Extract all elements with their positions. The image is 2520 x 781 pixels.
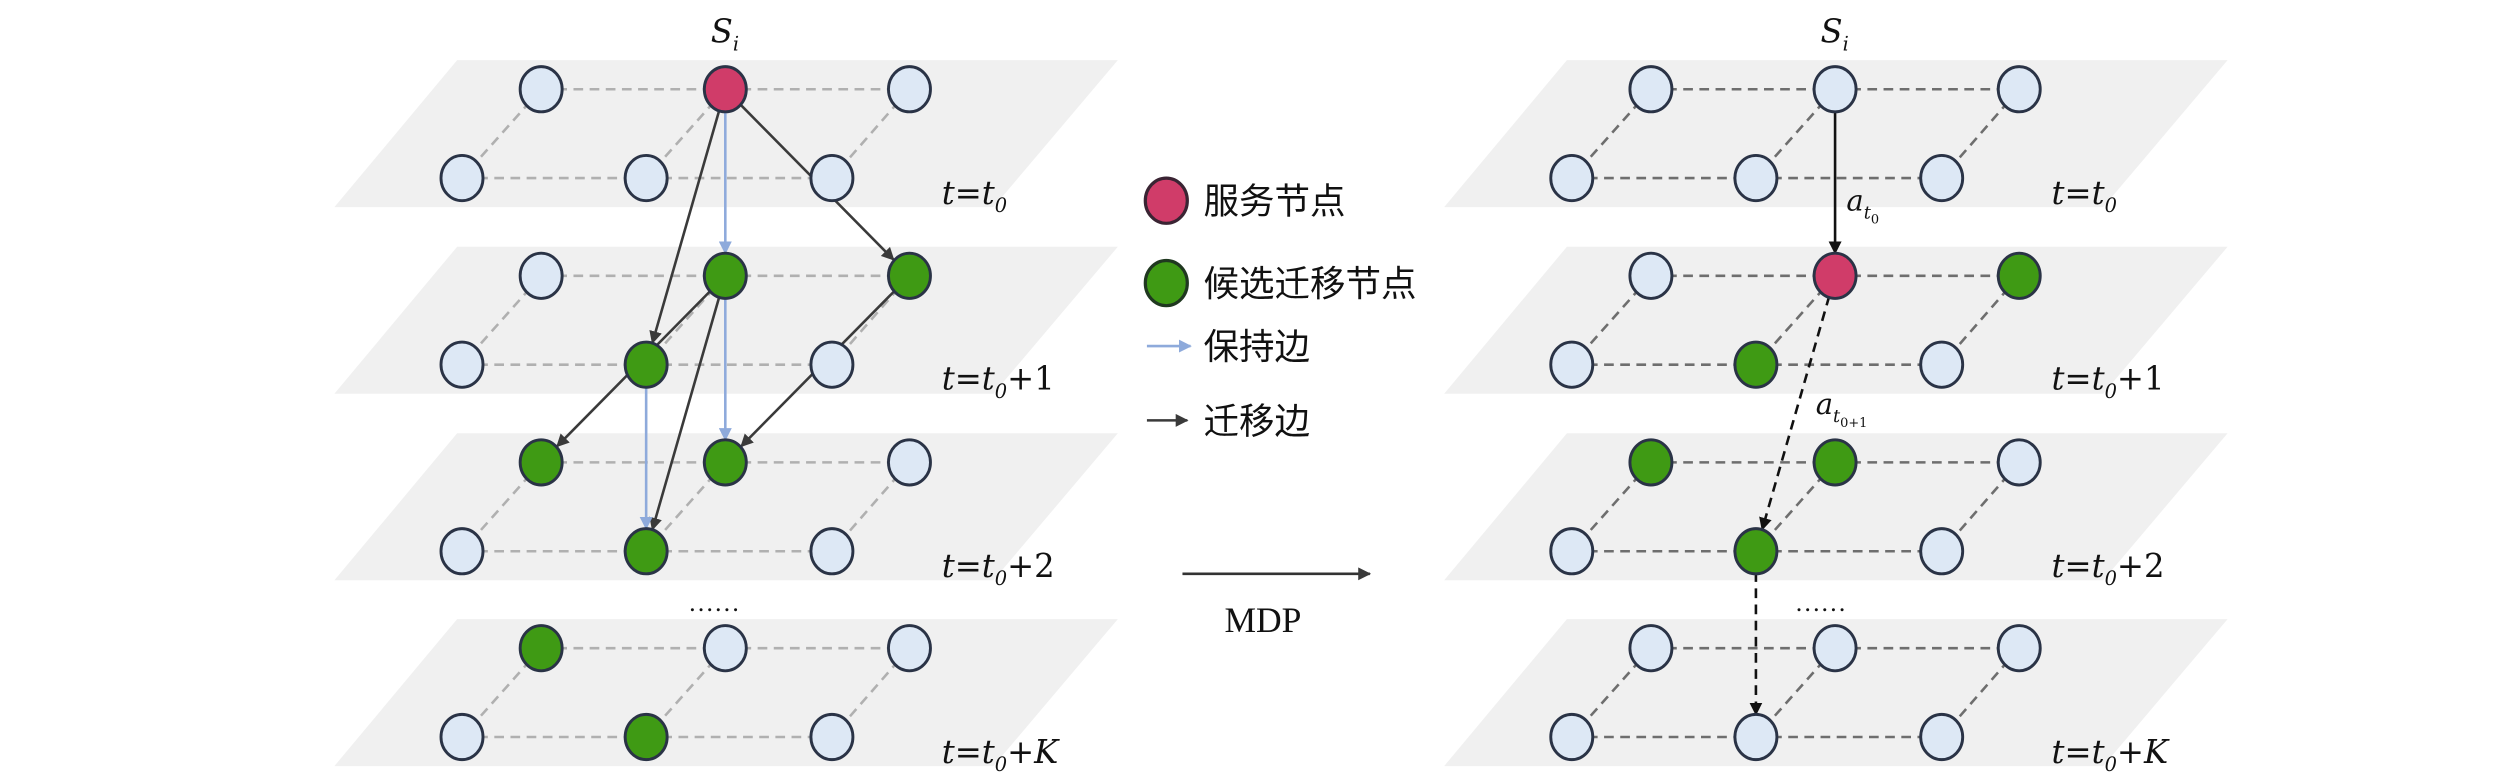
left-diagram-layers bbox=[334, 60, 1118, 767]
legend-item-hold-edge: 保持边 bbox=[1146, 327, 1310, 368]
candidate-node bbox=[518, 624, 564, 673]
idle-node bbox=[702, 624, 748, 673]
legend: 服务节点 候选迁移节点 保持边 迁移边 bbox=[1143, 176, 1417, 442]
idle-node bbox=[809, 712, 855, 762]
time-label: t=t0+K bbox=[942, 733, 1060, 776]
idle-node bbox=[1733, 154, 1779, 203]
idle-node bbox=[1996, 438, 2042, 487]
idle-node bbox=[1549, 340, 1595, 389]
candidate-node bbox=[1812, 438, 1858, 487]
candidate-node bbox=[702, 438, 748, 487]
idle-node bbox=[1812, 65, 1858, 114]
idle-node bbox=[809, 154, 855, 203]
legend-item-service-node: 服务节点 bbox=[1143, 176, 1346, 225]
candidate-node bbox=[887, 251, 932, 300]
idle-node bbox=[887, 65, 932, 114]
idle-node bbox=[1919, 712, 1965, 762]
migrate-edge-arrow bbox=[649, 109, 721, 345]
service-node-icon bbox=[1143, 176, 1189, 225]
idle-node bbox=[1628, 251, 1674, 300]
time-label: t=t0+2 bbox=[2052, 547, 2165, 590]
idle-node bbox=[1628, 65, 1674, 114]
idle-node bbox=[518, 251, 564, 300]
candidate-node bbox=[623, 527, 669, 576]
idle-node bbox=[809, 527, 855, 576]
candidate-node bbox=[518, 438, 564, 487]
candidate-node bbox=[1996, 251, 2042, 300]
legend-item-migrate-edge: 迁移边 bbox=[1146, 401, 1310, 442]
service-node bbox=[1812, 251, 1858, 300]
state-label-left: Si bbox=[711, 12, 739, 55]
candidate-node bbox=[623, 340, 669, 389]
action-edge-arrow bbox=[1759, 295, 1831, 531]
idle-node bbox=[439, 340, 485, 389]
ellipsis-right: …… bbox=[1795, 588, 1847, 617]
idle-node bbox=[1919, 154, 1965, 203]
idle-node bbox=[1733, 712, 1779, 762]
candidate-node bbox=[1733, 527, 1779, 576]
idle-node bbox=[1549, 154, 1595, 203]
idle-node bbox=[887, 438, 932, 487]
idle-node bbox=[1812, 624, 1858, 673]
time-label: t=t0+1 bbox=[942, 360, 1055, 403]
idle-node bbox=[439, 154, 485, 203]
idle-node bbox=[1996, 65, 2042, 114]
time-label: t=t0+K bbox=[2052, 733, 2170, 776]
time-label: t=t0+2 bbox=[942, 547, 1055, 590]
legend-label: 保持边 bbox=[1203, 327, 1310, 368]
candidate-node bbox=[623, 712, 669, 762]
idle-node bbox=[1549, 527, 1595, 576]
service-node bbox=[702, 65, 748, 114]
legend-label: 服务节点 bbox=[1203, 182, 1345, 223]
idle-node bbox=[1919, 340, 1965, 389]
legend-label: 候选迁移节点 bbox=[1203, 264, 1416, 305]
idle-node bbox=[1919, 527, 1965, 576]
time-label: t=t0+1 bbox=[2052, 360, 2165, 403]
idle-node bbox=[809, 340, 855, 389]
ellipsis-left: …… bbox=[688, 588, 740, 617]
legend-label: 迁移边 bbox=[1203, 401, 1310, 442]
time-labels-left: t=t0 t=t0+1 t=t0+2 t=t0+K bbox=[942, 174, 1060, 776]
action-label-t0: at0 bbox=[1846, 183, 1879, 227]
right-diagram-mdp bbox=[1444, 60, 2228, 767]
idle-node bbox=[518, 65, 564, 114]
idle-node bbox=[1549, 712, 1595, 762]
state-label-right: Si bbox=[1821, 12, 1849, 55]
candidate-node-icon bbox=[1143, 258, 1189, 308]
idle-node bbox=[1628, 624, 1674, 673]
idle-node bbox=[439, 712, 485, 762]
idle-node bbox=[623, 154, 669, 203]
time-label: t=t0 bbox=[2052, 174, 2117, 217]
mdp-label: MDP bbox=[1224, 600, 1301, 640]
migrate-edge-arrow bbox=[649, 295, 721, 531]
candidate-node bbox=[1733, 340, 1779, 389]
time-label: t=t0 bbox=[942, 174, 1007, 217]
legend-item-candidate-node: 候选迁移节点 bbox=[1143, 258, 1417, 308]
time-labels-right: t=t0 t=t0+1 t=t0+2 t=t0+K bbox=[2052, 174, 2170, 776]
action-label-t0-plus-1: at0+1 bbox=[1816, 387, 1868, 431]
idle-node bbox=[887, 624, 932, 673]
candidate-node bbox=[1628, 438, 1674, 487]
idle-node bbox=[439, 527, 485, 576]
candidate-node bbox=[702, 251, 748, 300]
idle-node bbox=[1996, 624, 2042, 673]
